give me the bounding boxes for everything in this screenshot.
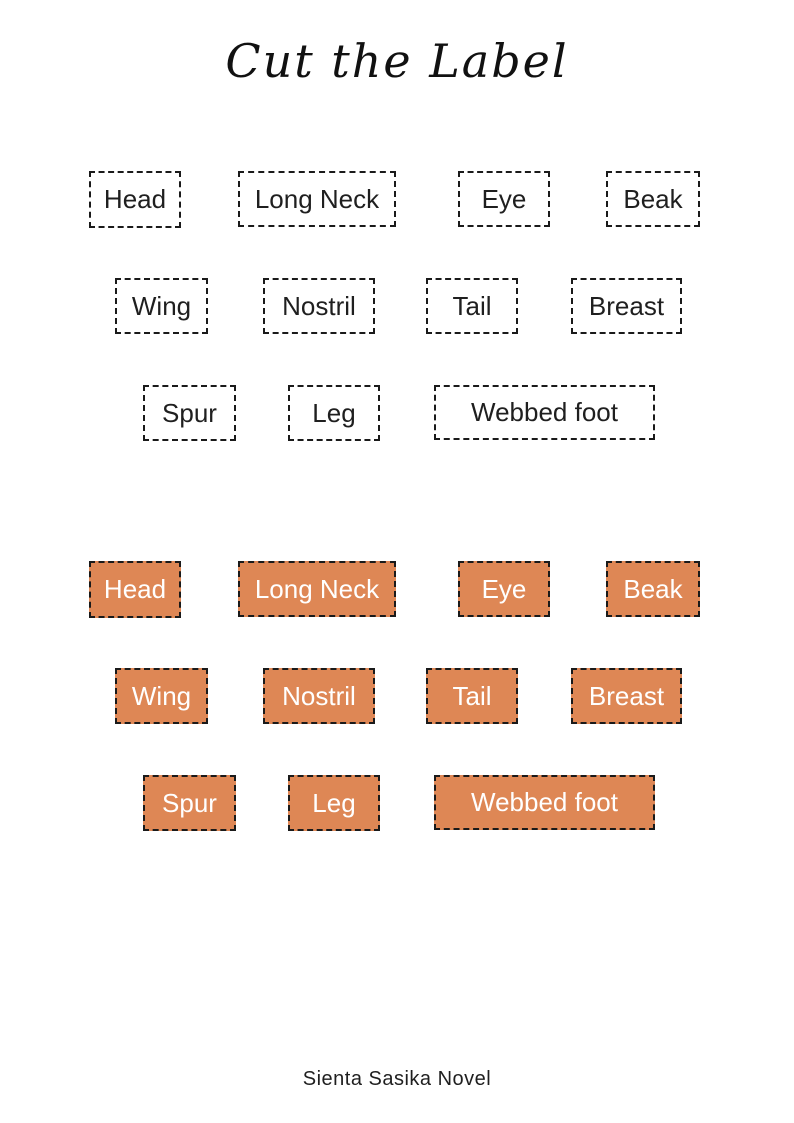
filled-label-leg: Leg: [288, 775, 380, 831]
cut-label-tail: Tail: [426, 278, 518, 334]
cut-label-spur-text: Spur: [162, 397, 217, 428]
filled-label-eye: Eye: [458, 561, 550, 617]
filled-label-beak-text: Beak: [623, 573, 683, 604]
cut-label-head: Head: [89, 171, 181, 228]
filled-label-breast-text: Breast: [588, 680, 665, 711]
footer-credit: Sienta Sasika Novel: [302, 1068, 492, 1090]
page-title: Cut the Label: [225, 34, 569, 88]
filled-label-tail: Tail: [426, 668, 518, 724]
filled-label-spur-text: Spur: [162, 787, 217, 818]
filled-label-long-neck: Long Neck: [238, 561, 396, 617]
cut-label-webbed-foot-text: Webbed foot: [471, 397, 618, 427]
cut-label-nostril-text: Nostril: [282, 290, 356, 321]
filled-label-breast: Breast: [571, 668, 682, 724]
cut-label-webbed-foot: Webbed foot: [434, 385, 655, 440]
cut-label-tail-text: Tail: [452, 290, 492, 321]
cut-label-wing: Wing: [115, 278, 208, 334]
cut-label-breast-text: Breast: [588, 290, 665, 321]
filled-label-webbed-foot: Webbed foot: [434, 775, 655, 830]
filled-label-tail-text: Tail: [452, 680, 492, 711]
filled-label-eye-text: Eye: [481, 573, 527, 604]
cut-label-spur: Spur: [143, 385, 236, 441]
cut-label-long-neck-text: Long Neck: [254, 183, 380, 214]
cut-label-leg: Leg: [288, 385, 380, 441]
filled-label-head: Head: [89, 561, 181, 618]
filled-label-spur: Spur: [143, 775, 236, 831]
cut-label-eye-text: Eye: [481, 183, 527, 214]
filled-label-webbed-foot-text: Webbed foot: [471, 787, 618, 817]
cut-label-head-text: Head: [103, 184, 167, 214]
cut-label-breast: Breast: [571, 278, 682, 334]
filled-label-wing-text: Wing: [131, 680, 192, 711]
cut-label-long-neck: Long Neck: [238, 171, 396, 227]
filled-label-long-neck-text: Long Neck: [254, 573, 380, 604]
cut-label-beak-text: Beak: [623, 183, 683, 214]
filled-label-leg-text: Leg: [312, 787, 356, 818]
cut-label-beak: Beak: [606, 171, 700, 227]
filled-label-head-text: Head: [103, 574, 167, 604]
filled-label-beak: Beak: [606, 561, 700, 617]
filled-label-wing: Wing: [115, 668, 208, 724]
filled-label-nostril-text: Nostril: [282, 680, 356, 711]
cut-label-eye: Eye: [458, 171, 550, 227]
cut-label-leg-text: Leg: [312, 397, 356, 428]
cut-label-wing-text: Wing: [131, 290, 192, 321]
cut-label-nostril: Nostril: [263, 278, 375, 334]
filled-label-nostril: Nostril: [263, 668, 375, 724]
